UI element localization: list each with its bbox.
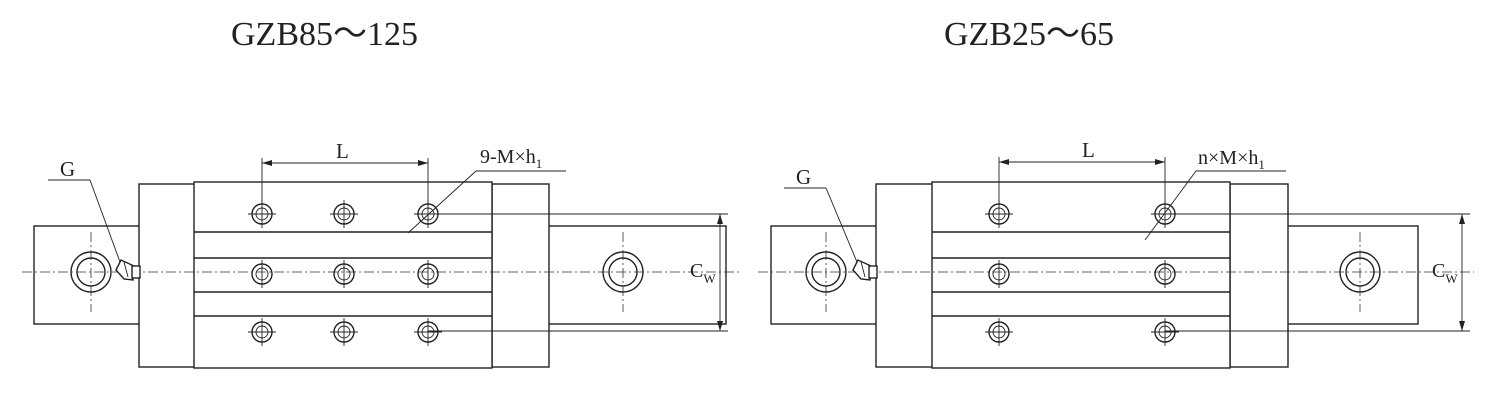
tapped-hole bbox=[248, 318, 276, 346]
drawing-gzb85-125: G L 9-M×h1 CW bbox=[22, 139, 740, 369]
carriage-body bbox=[931, 181, 1231, 369]
drawing-gzb25-65: G L n×M×h1 CW bbox=[758, 138, 1474, 369]
drawing-title-gzb85-125: GZB85～125 bbox=[231, 16, 418, 53]
l-label: L bbox=[1082, 138, 1095, 162]
l-dimension bbox=[998, 157, 1166, 204]
tapped-hole-grid bbox=[248, 200, 442, 346]
g-leader bbox=[48, 179, 121, 263]
cw-dimension bbox=[428, 213, 728, 332]
end-cap-right bbox=[1229, 183, 1289, 368]
hole-callout-leader bbox=[407, 170, 566, 234]
tapped-hole bbox=[330, 200, 358, 228]
grease-nipple bbox=[852, 259, 878, 281]
hole-callout-label: 9-M×h1 bbox=[480, 146, 542, 171]
end-cap-left bbox=[875, 183, 934, 368]
drawing-title-gzb25-65: GZB25～65 bbox=[944, 16, 1114, 53]
carriage-grooves bbox=[194, 231, 492, 317]
tapped-hole bbox=[330, 318, 358, 346]
tapped-hole bbox=[417, 260, 439, 288]
hole-callout-leader bbox=[1144, 170, 1286, 241]
g-leader bbox=[784, 187, 858, 263]
g-label: G bbox=[796, 165, 811, 189]
cw-label: CW bbox=[1432, 260, 1458, 286]
tapped-hole bbox=[985, 318, 1013, 346]
carriage-grooves bbox=[932, 231, 1230, 317]
l-label: L bbox=[336, 139, 349, 163]
l-dimension bbox=[261, 158, 429, 204]
tapped-hole bbox=[414, 318, 442, 346]
cw-label: CW bbox=[690, 260, 716, 286]
carriage-body bbox=[193, 181, 493, 369]
end-cap-right bbox=[491, 183, 550, 368]
tapped-hole bbox=[1154, 260, 1176, 288]
tapped-hole bbox=[988, 260, 1010, 288]
hole-callout-label: n×M×h1 bbox=[1198, 147, 1265, 172]
tapped-hole bbox=[1151, 318, 1179, 346]
g-label: G bbox=[60, 157, 75, 181]
end-cap-left bbox=[138, 183, 196, 368]
grease-nipple bbox=[115, 259, 141, 281]
cw-dimension bbox=[1165, 213, 1470, 332]
tapped-hole bbox=[333, 260, 355, 288]
tapped-hole bbox=[251, 260, 273, 288]
